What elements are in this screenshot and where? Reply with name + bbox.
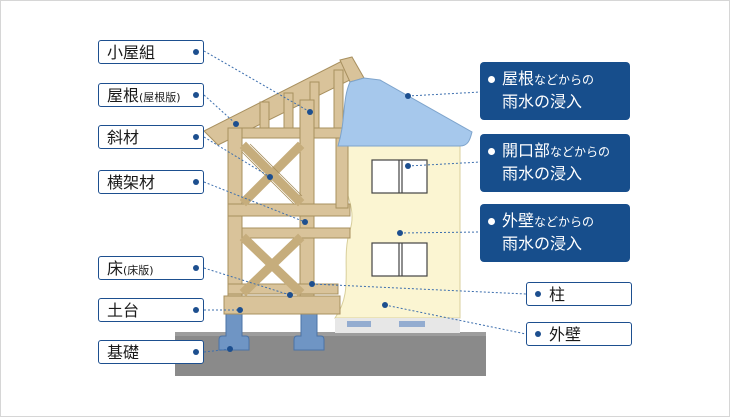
label-dot <box>193 307 199 313</box>
marker-dots <box>227 93 411 352</box>
label-gaiheki-text: 外壁 <box>549 325 582 344</box>
label-yuka-sub: (床版) <box>123 264 154 277</box>
label-dot <box>193 92 199 98</box>
label-yane: 屋根(屋根版) <box>98 83 204 107</box>
callout-roof-rain: 屋根などからの 雨水の浸入 <box>480 62 630 120</box>
label-dot <box>193 49 199 55</box>
callout-dot <box>488 76 495 83</box>
callout-roof-small: などからの <box>534 73 595 87</box>
callout-opening-main: 開口部 <box>502 141 551 160</box>
callout-opening-small: などからの <box>550 145 611 159</box>
label-hashira-text: 柱 <box>549 285 566 304</box>
foundation-piers <box>218 313 325 351</box>
braces <box>239 141 305 297</box>
label-dot <box>193 179 199 185</box>
callout-wall-line1: 外壁などからの <box>502 210 630 233</box>
label-yuka-text: 床 <box>107 259 124 278</box>
callout-wall-rain: 外壁などからの 雨水の浸入 <box>480 204 630 262</box>
wood-frame <box>203 56 365 315</box>
callout-opening-line1: 開口部などからの <box>502 140 630 163</box>
label-dot <box>193 349 199 355</box>
callout-wall-main: 外壁 <box>502 211 535 230</box>
roof <box>337 77 473 147</box>
label-gaiheki: 外壁 <box>526 322 632 346</box>
callout-opening-line2: 雨水の浸入 <box>502 164 583 183</box>
label-yane-sub: (屋根版) <box>139 91 181 104</box>
label-yokokazai-text: 横架材 <box>107 173 156 192</box>
label-yuka: 床(床版) <box>98 256 204 280</box>
callout-wall-small: などからの <box>534 215 595 229</box>
label-kiso-text: 基礎 <box>107 343 140 362</box>
label-yane-text: 屋根 <box>107 86 140 105</box>
label-dot <box>193 265 199 271</box>
label-koyagumi-text: 小屋組 <box>107 43 156 62</box>
callout-roof-line2: 雨水の浸入 <box>502 92 583 111</box>
label-dodai: 土台 <box>98 298 204 322</box>
foundation-vents <box>347 321 425 327</box>
callout-roof-main: 屋根 <box>502 69 535 88</box>
label-dodai-text: 土台 <box>107 301 140 320</box>
label-yokokazai: 横架材 <box>98 170 204 194</box>
label-kiso: 基礎 <box>98 340 204 364</box>
label-shazai: 斜材 <box>98 125 204 149</box>
callout-dot <box>488 218 495 225</box>
leader-lines <box>203 50 527 353</box>
callout-opening-rain: 開口部などからの 雨水の浸入 <box>480 134 630 192</box>
callout-dot <box>488 148 495 155</box>
label-dot <box>193 134 199 140</box>
label-shazai-text: 斜材 <box>107 128 140 147</box>
label-koyagumi: 小屋組 <box>98 40 204 64</box>
callout-wall-line2: 雨水の浸入 <box>502 234 583 253</box>
label-dot <box>535 331 541 337</box>
callout-roof-line1: 屋根などからの <box>502 68 630 91</box>
label-hashira: 柱 <box>526 282 632 306</box>
label-dot <box>535 291 541 297</box>
